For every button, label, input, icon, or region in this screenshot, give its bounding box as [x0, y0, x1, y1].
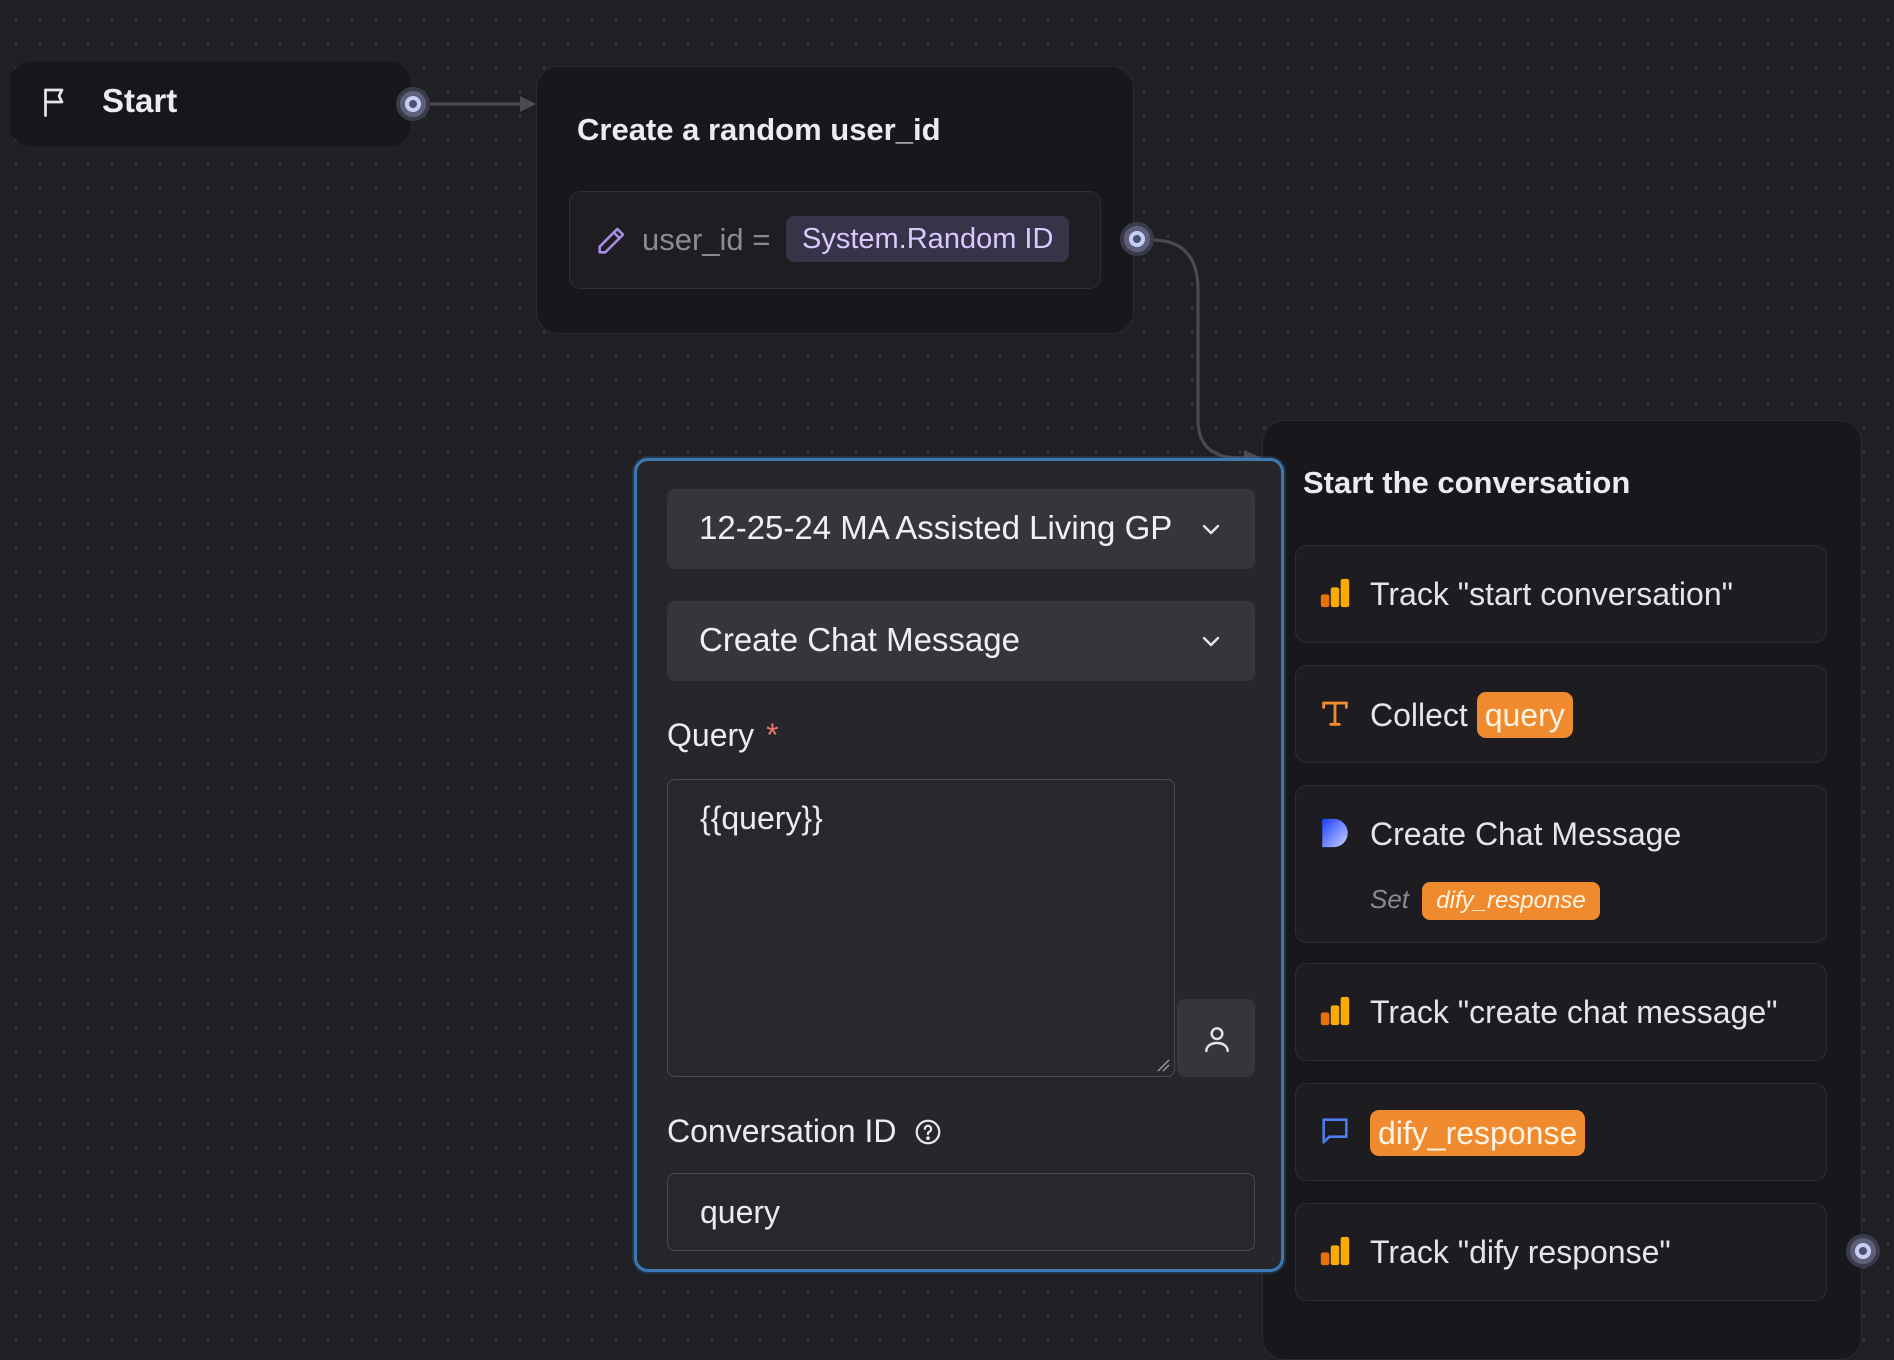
step-message-response[interactable]: dify_response — [1295, 1083, 1827, 1181]
query-label-text: Query — [667, 717, 755, 753]
conversation-node-title: Start the conversation — [1303, 465, 1631, 500]
start-node-label: Start — [102, 82, 178, 119]
conversation-id-value: query — [700, 1194, 781, 1230]
random-id-chip: System.Random ID — [786, 216, 1070, 262]
conversation-id-label: Conversation ID — [667, 1113, 943, 1150]
action-select-value: Create Chat Message — [699, 621, 1020, 658]
dify-response-tag: dify_response — [1370, 1110, 1586, 1156]
step-track-start[interactable]: Track "start conversation" — [1295, 545, 1827, 643]
conversation-output-handle[interactable] — [1846, 1234, 1880, 1268]
app-select[interactable]: 12-25-24 MA Assisted Living GP — [667, 489, 1255, 569]
step-message-text: dify_response — [1370, 1110, 1586, 1156]
action-select[interactable]: Create Chat Message — [667, 601, 1255, 681]
step-collect-text: Collect query — [1370, 692, 1573, 738]
chevron-down-icon — [1202, 636, 1220, 647]
query-textarea[interactable]: {{query}} — [667, 779, 1175, 1077]
analytics-icon — [1320, 578, 1350, 608]
dify-response-set-tag: dify_response — [1422, 882, 1600, 920]
analytics-icon — [1320, 996, 1350, 1026]
step-track-dify-label: Track "dify response" — [1370, 1234, 1671, 1270]
step-collect-prefix: Collect — [1370, 697, 1468, 733]
conversation-node[interactable]: Start the conversation Track "start conv… — [1262, 420, 1862, 1360]
text-input-icon — [1322, 701, 1348, 726]
start-output-handle[interactable] — [396, 87, 430, 121]
random-node-title: Create a random user_id — [577, 112, 941, 147]
resize-grip-icon[interactable] — [1156, 1058, 1170, 1072]
help-circle-icon[interactable] — [913, 1117, 943, 1147]
step-track-create-chat[interactable]: Track "create chat message" — [1295, 963, 1827, 1061]
query-textarea-value: {{query}} — [700, 800, 823, 836]
random-node-output-handle[interactable] — [1120, 222, 1154, 256]
step-track-dify-response[interactable]: Track "dify response" — [1295, 1203, 1827, 1301]
step-collect-query[interactable]: Collect query — [1295, 665, 1827, 763]
set-variable-line: Set dify_response — [1370, 882, 1600, 920]
step-settings-panel: 12-25-24 MA Assisted Living GP Create Ch… — [634, 458, 1284, 1272]
insert-variable-button[interactable] — [1177, 999, 1255, 1077]
conversation-id-input[interactable]: query — [667, 1173, 1255, 1251]
app-select-value: 12-25-24 MA Assisted Living GP — [699, 509, 1173, 546]
chevron-down-icon — [1202, 524, 1220, 535]
user-icon — [1205, 1027, 1229, 1053]
step-create-chat-message[interactable]: Create Chat Message Set dify_response — [1295, 785, 1827, 943]
step-track-start-label: Track "start conversation" — [1370, 576, 1733, 612]
set-label: Set — [1370, 884, 1410, 914]
assignment-lhs: user_id = — [642, 222, 771, 257]
required-mark: * — [766, 717, 779, 753]
conversation-id-label-text: Conversation ID — [667, 1113, 897, 1149]
step-track-create-chat-label: Track "create chat message" — [1370, 994, 1778, 1030]
query-tag: query — [1476, 692, 1573, 738]
variable-assignment[interactable]: user_id = System.Random ID — [569, 191, 1101, 289]
analytics-icon — [1320, 1236, 1350, 1266]
dify-icon — [1322, 818, 1348, 848]
query-label: Query * — [667, 717, 779, 754]
step-create-chat-label: Create Chat Message — [1370, 816, 1682, 852]
chat-bubble-icon — [1322, 1118, 1348, 1144]
start-node[interactable]: Start — [10, 62, 410, 146]
pencil-icon — [598, 227, 625, 254]
random-user-id-node[interactable]: Create a random user_id user_id = System… — [536, 66, 1134, 334]
flag-icon — [44, 88, 64, 117]
